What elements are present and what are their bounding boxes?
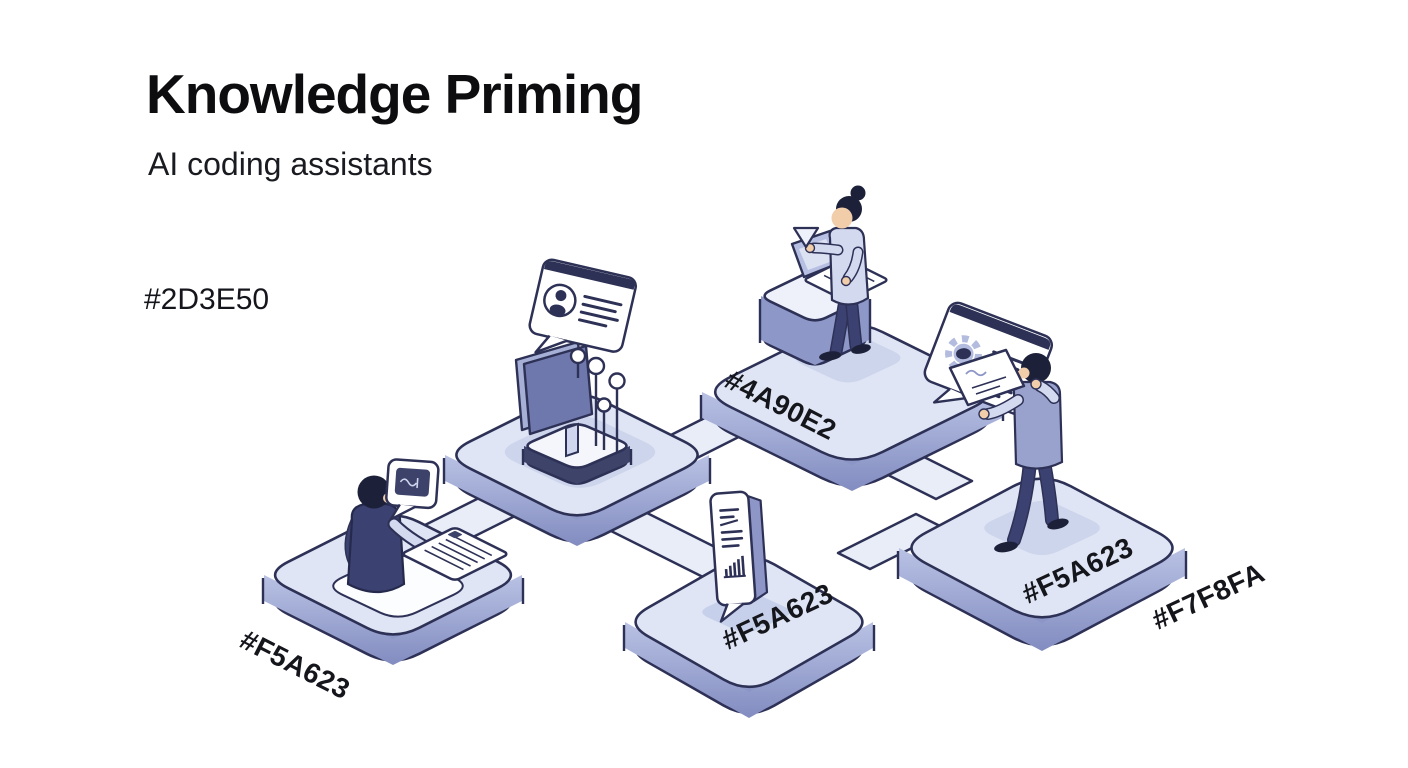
platform-left <box>261 458 525 665</box>
tablet <box>948 348 1026 407</box>
document-keyboard <box>401 527 508 581</box>
monitor-screen <box>522 344 594 436</box>
person-standing-man <box>948 348 1069 553</box>
hair-bun <box>850 185 866 201</box>
connector-pins <box>569 347 626 452</box>
platform-center <box>442 258 712 546</box>
code-bubble-icon <box>394 467 431 497</box>
code-chat-bubble <box>385 458 440 521</box>
person-standing-woman <box>792 185 871 361</box>
profile-card-bubble <box>528 258 638 354</box>
color-label-ink: #2D3E50 <box>144 283 270 316</box>
platform-bottom <box>622 490 876 718</box>
report-card <box>709 490 769 623</box>
platform-right <box>896 301 1188 651</box>
bar-chart-icon <box>723 555 746 579</box>
page-subtitle: AI coding assistants <box>148 146 433 182</box>
platform-top <box>699 185 1005 491</box>
page-title: Knowledge Priming <box>146 63 643 125</box>
monitor-stand <box>565 422 579 458</box>
avatar-icon <box>448 531 462 539</box>
funnel-icon <box>792 226 820 249</box>
code-bubble-icon <box>965 369 987 377</box>
